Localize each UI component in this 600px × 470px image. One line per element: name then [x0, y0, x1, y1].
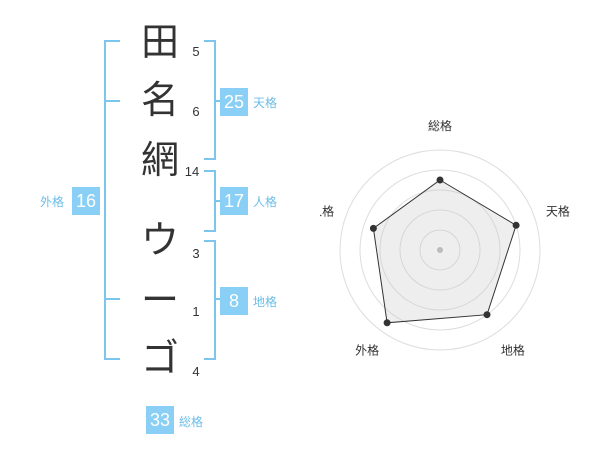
radar-point-5	[369, 224, 377, 232]
radar-point-4	[383, 319, 391, 327]
stroke-count-1: 5	[192, 44, 200, 59]
name-char-4: ウ	[140, 218, 179, 262]
jinkaku-bracket-bottom	[204, 230, 216, 232]
name-char-3: 網	[140, 138, 179, 182]
radar-axis-label-4: 外格	[355, 342, 379, 357]
radar-ring	[339, 149, 541, 351]
radar-axis-label-3: 地格	[501, 342, 525, 357]
jinkaku-label: 人格	[253, 195, 278, 209]
outer-bracket-line	[104, 40, 106, 360]
chikaku-value: 8	[220, 287, 248, 315]
chikaku-bracket-connector	[214, 298, 222, 300]
chikaku-bracket-top	[204, 240, 216, 242]
outer-bracket-tick-1	[104, 100, 120, 102]
jinkaku-value: 17	[220, 187, 248, 215]
outer-bracket-tick-2	[104, 298, 120, 300]
tenkaku-bracket-bottom	[204, 158, 216, 160]
jinkaku-bracket-connector	[214, 200, 222, 202]
stroke-count-2: 6	[192, 104, 200, 119]
soukaku-label: 総格	[179, 415, 204, 429]
tenkaku-bracket-top	[204, 40, 216, 42]
jinkaku-bracket-top	[204, 170, 216, 172]
radar-ring	[379, 189, 501, 311]
stroke-count-4: 3	[192, 246, 200, 261]
name-char-5: ー	[140, 278, 179, 322]
outer-bracket-top	[104, 40, 120, 42]
outer-bracket-bottom	[104, 358, 120, 360]
radar-axis-label-5: 人格	[320, 204, 334, 219]
soukaku-value: 33	[146, 406, 174, 434]
radar-ring	[359, 169, 521, 331]
radar-grid	[339, 149, 541, 351]
gaikaku-value: 16	[72, 187, 100, 215]
chikaku-label: 地格	[253, 295, 278, 309]
chikaku-bracket-bottom	[204, 358, 216, 360]
radar-ring	[419, 229, 461, 271]
radar-point-3	[483, 311, 491, 319]
radar-ring	[399, 209, 481, 291]
radar-axis-label-2: 天格	[546, 204, 570, 219]
radar-point-1	[436, 176, 444, 184]
name-char-2: 名	[140, 78, 179, 122]
radar-point-2	[512, 221, 520, 229]
tenkaku-value: 25	[220, 88, 248, 116]
stroke-count-5: 1	[192, 304, 200, 319]
tenkaku-bracket-connector	[214, 100, 222, 102]
stroke-count-6: 4	[192, 364, 200, 379]
radar-series-polygon	[372, 179, 517, 324]
tenkaku-label: 天格	[253, 96, 278, 110]
radar-series	[369, 176, 520, 327]
radar-axis-label-1: 総格	[428, 120, 452, 133]
radar-center-dot	[437, 247, 443, 253]
name-char-1: 田	[140, 20, 179, 64]
name-char-6: ゴ	[140, 336, 179, 380]
chikaku-bracket-line	[214, 240, 216, 360]
gaikaku-label: 外格	[40, 195, 65, 209]
stroke-count-3: 14	[184, 164, 200, 179]
